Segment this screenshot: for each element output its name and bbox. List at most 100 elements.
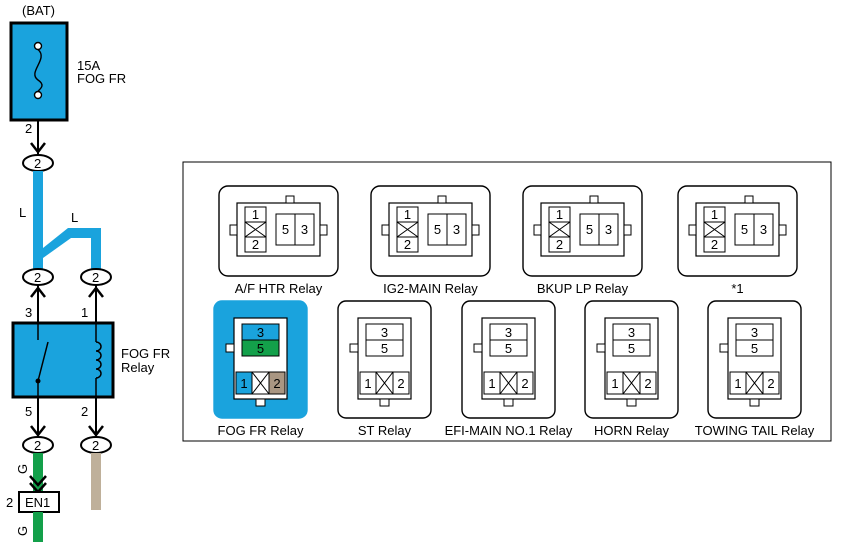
ground-connector-label: EN1: [25, 495, 50, 510]
relay-name-line1: FOG FR: [121, 346, 170, 361]
cross-mark: [251, 371, 270, 395]
pin-number: 5: [751, 341, 758, 356]
connector-key: [255, 398, 266, 407]
pin-cell: [612, 339, 651, 357]
pin-number: 5: [741, 222, 748, 237]
pin-number: 2: [397, 376, 404, 391]
relay-caption: FOG FR Relay: [218, 423, 304, 438]
pin-cell: [762, 371, 780, 395]
pin-number: 1: [252, 207, 259, 222]
relay-caption: TOWING TAIL Relay: [695, 423, 815, 438]
pin-number: 2: [556, 237, 563, 252]
cross-mark: [548, 221, 571, 238]
connector-tab: [381, 224, 390, 236]
chevron-up-icon: [30, 285, 46, 298]
battery-source-label: (BAT): [22, 3, 55, 18]
relay-caption: BKUP LP Relay: [537, 281, 629, 296]
cross-mark: [703, 221, 726, 238]
connector-tab: [688, 224, 697, 236]
cross-mark: [745, 371, 764, 395]
pin-number: 5: [628, 341, 635, 356]
pin-number: 2: [252, 237, 259, 252]
pin-cell: [516, 371, 534, 395]
blue-wire-branch: [33, 228, 101, 270]
pin-number: 1: [711, 207, 718, 222]
green-wire-lower: [33, 512, 43, 542]
pin-number: 3: [453, 222, 460, 237]
connector-tab: [778, 224, 787, 236]
pin-cell: [396, 236, 419, 253]
pin-number: 1: [404, 207, 411, 222]
connector-key: [503, 398, 514, 407]
pin-cell: [703, 236, 726, 253]
pin-number: 2: [273, 376, 280, 391]
tan-wire: [91, 453, 101, 510]
chevron-down-icon: [88, 425, 104, 438]
pin-cell: [548, 236, 571, 253]
connector-tab: [349, 343, 359, 353]
cross-mark: [396, 221, 419, 238]
pin-number: 2: [521, 376, 528, 391]
relay-coil-icon: [95, 323, 102, 397]
relay-switch-icon: [35, 323, 49, 397]
pin-number: 1: [240, 376, 247, 391]
relay-caption: EFI-MAIN NO.1 Relay: [445, 423, 573, 438]
fuse-name: FOG FR: [77, 71, 126, 86]
wire-color-main: L: [19, 205, 26, 220]
pin-number: 1: [364, 376, 371, 391]
pin-number: 2: [644, 376, 651, 391]
wire-color-branch: L: [71, 210, 78, 225]
connector-key: [744, 195, 754, 204]
connector-pin-label: 2: [34, 156, 41, 171]
pin-number: 5: [282, 222, 289, 237]
connector-tab: [229, 224, 238, 236]
connector-pin-label: 2: [92, 270, 99, 285]
pin-cell: [241, 339, 280, 357]
pin-cell: [268, 371, 286, 395]
pin-number: 5: [434, 222, 441, 237]
connector-key: [379, 398, 390, 407]
connector-tab: [225, 343, 235, 353]
connector-key: [285, 195, 295, 204]
chevron-down-icon: [30, 142, 46, 155]
pin-number: 3: [505, 325, 512, 340]
relay-caption: *1: [731, 281, 743, 296]
relay-pin-3-label: 3: [25, 305, 32, 320]
cross-mark: [375, 371, 394, 395]
pin-number: 1: [734, 376, 741, 391]
wire-color-out-top: G: [15, 464, 30, 474]
relay-pin-1-label: 1: [81, 305, 88, 320]
pin-number: 1: [611, 376, 618, 391]
relay-name-line2: Relay: [121, 360, 155, 375]
cross-mark: [499, 371, 518, 395]
pin-number: 3: [381, 325, 388, 340]
pin-number: 3: [628, 325, 635, 340]
connector-pin-label: 2: [34, 438, 41, 453]
connector-key: [589, 195, 599, 204]
chevron-up-icon: [88, 285, 104, 298]
connector-tab: [473, 343, 483, 353]
connector-tab: [533, 224, 542, 236]
relay-caption: HORN Relay: [594, 423, 670, 438]
connector-pin-label: 2: [92, 438, 99, 453]
connector-tab: [471, 224, 480, 236]
connector-key: [749, 398, 760, 407]
pin-number: 5: [381, 341, 388, 356]
fuse-pin-label: 2: [25, 121, 32, 136]
pin-cell: [639, 371, 657, 395]
relay-pin-5-label: 5: [25, 404, 32, 419]
relay-pin-2-label: 2: [81, 404, 88, 419]
fuse-rating: 15A: [77, 58, 100, 73]
pin-number: 5: [257, 341, 264, 356]
pin-cell: [735, 339, 774, 357]
ground-pin-label: 2: [6, 495, 13, 510]
pin-number: 1: [556, 207, 563, 222]
green-wire-upper: [33, 453, 43, 492]
